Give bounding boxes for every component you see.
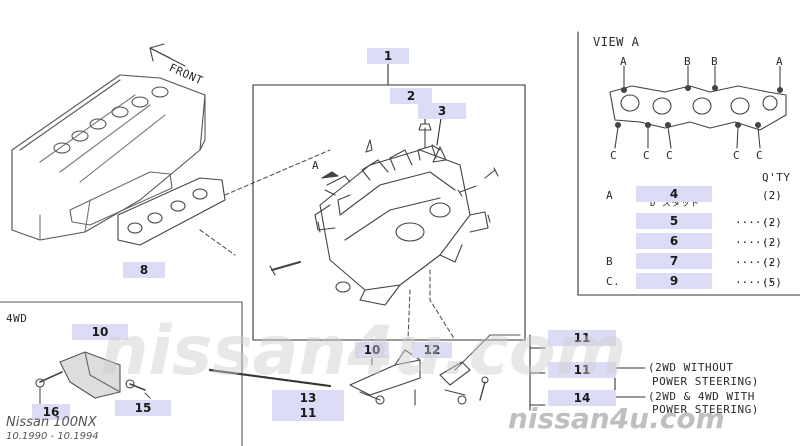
note-line-1: (2WD WITHOUT	[648, 361, 734, 374]
part-callout-10[interactable]: 10	[355, 342, 389, 358]
note-line-2: POWER STEERING)	[652, 375, 759, 388]
4wd-section-label: 4WD	[6, 312, 28, 325]
part-callout-2[interactable]: 2	[390, 88, 432, 104]
4wd-bracket	[35, 351, 151, 405]
footer-model: Nissan 100NX	[6, 415, 97, 430]
part-callout-16[interactable]: 16	[32, 404, 70, 420]
cylinder-head-sketch	[11, 74, 206, 241]
note-line-3: (2WD & 4WD WITH	[648, 390, 755, 403]
view-a-point-c: C	[666, 149, 674, 162]
part-callout-5[interactable]: 5	[636, 213, 712, 229]
manifold-hardware	[269, 123, 499, 276]
part-callout-11[interactable]: 11	[548, 362, 616, 378]
qty-key-c: C.	[606, 275, 621, 288]
watermark-large: nissan4u.com	[100, 312, 627, 391]
part-callout-7[interactable]: 7	[636, 253, 712, 269]
part-callout-9[interactable]: 9	[636, 273, 712, 289]
view-a-marker: A	[312, 159, 320, 172]
qty-dots: ······	[735, 236, 775, 249]
stud-sub-label: D スタッド	[650, 199, 700, 209]
qty-key-a: A	[606, 189, 614, 202]
view-a-point-c: C	[643, 149, 651, 162]
part-callout-11[interactable]: 11	[548, 330, 616, 346]
qty-value: (2)	[762, 189, 782, 202]
part-callout-12[interactable]: 12	[412, 342, 452, 358]
qty-dots: ······	[735, 216, 775, 229]
front-arrow-icon	[149, 43, 186, 67]
part-callout-13[interactable]: 13	[272, 390, 344, 406]
part-callout-4[interactable]: 4	[636, 186, 712, 202]
part-callout-3[interactable]: 3	[418, 103, 466, 119]
view-a-point-c: C	[733, 149, 741, 162]
qty-value: (2)	[762, 216, 782, 229]
watermark-small: nissan4u.com	[508, 402, 725, 435]
intake-manifold	[314, 145, 489, 306]
intake-gasket	[69, 171, 226, 246]
qty-dots: ······	[735, 256, 775, 269]
part-callout-6[interactable]: 6	[636, 233, 712, 249]
part-callout-8[interactable]: 8	[123, 262, 165, 278]
part-callout-1[interactable]: 1	[367, 48, 409, 64]
qty-key-b: B	[606, 255, 614, 268]
footer-dates: 10.1990 - 10.1994	[6, 431, 99, 442]
view-a-gasket	[609, 65, 787, 149]
assembly-frame	[252, 84, 526, 341]
note-line-4: POWER STEERING)	[652, 403, 759, 416]
qty-value: (2)	[762, 236, 782, 249]
part-callout-15[interactable]: 15	[115, 400, 171, 416]
part-callout-11[interactable]: 11	[272, 405, 344, 421]
long-bolt	[208, 368, 332, 388]
view-a-title: VIEW A	[593, 35, 640, 49]
view-a-point-c: C	[610, 149, 618, 162]
qty-header: Q'TY	[762, 171, 791, 184]
view-a-point-b: B	[711, 55, 719, 68]
part-callout-10[interactable]: 10	[72, 324, 128, 340]
view-a-point-a: A	[620, 55, 628, 68]
view-a-point-a: A	[776, 55, 784, 68]
part-callout-14[interactable]: 14	[548, 390, 616, 406]
view-a-point-b: B	[684, 55, 692, 68]
qty-dots: ······	[735, 276, 775, 289]
view-a-point-c: C	[756, 149, 764, 162]
qty-value: (5)	[762, 276, 782, 289]
qty-value: (2)	[762, 256, 782, 269]
